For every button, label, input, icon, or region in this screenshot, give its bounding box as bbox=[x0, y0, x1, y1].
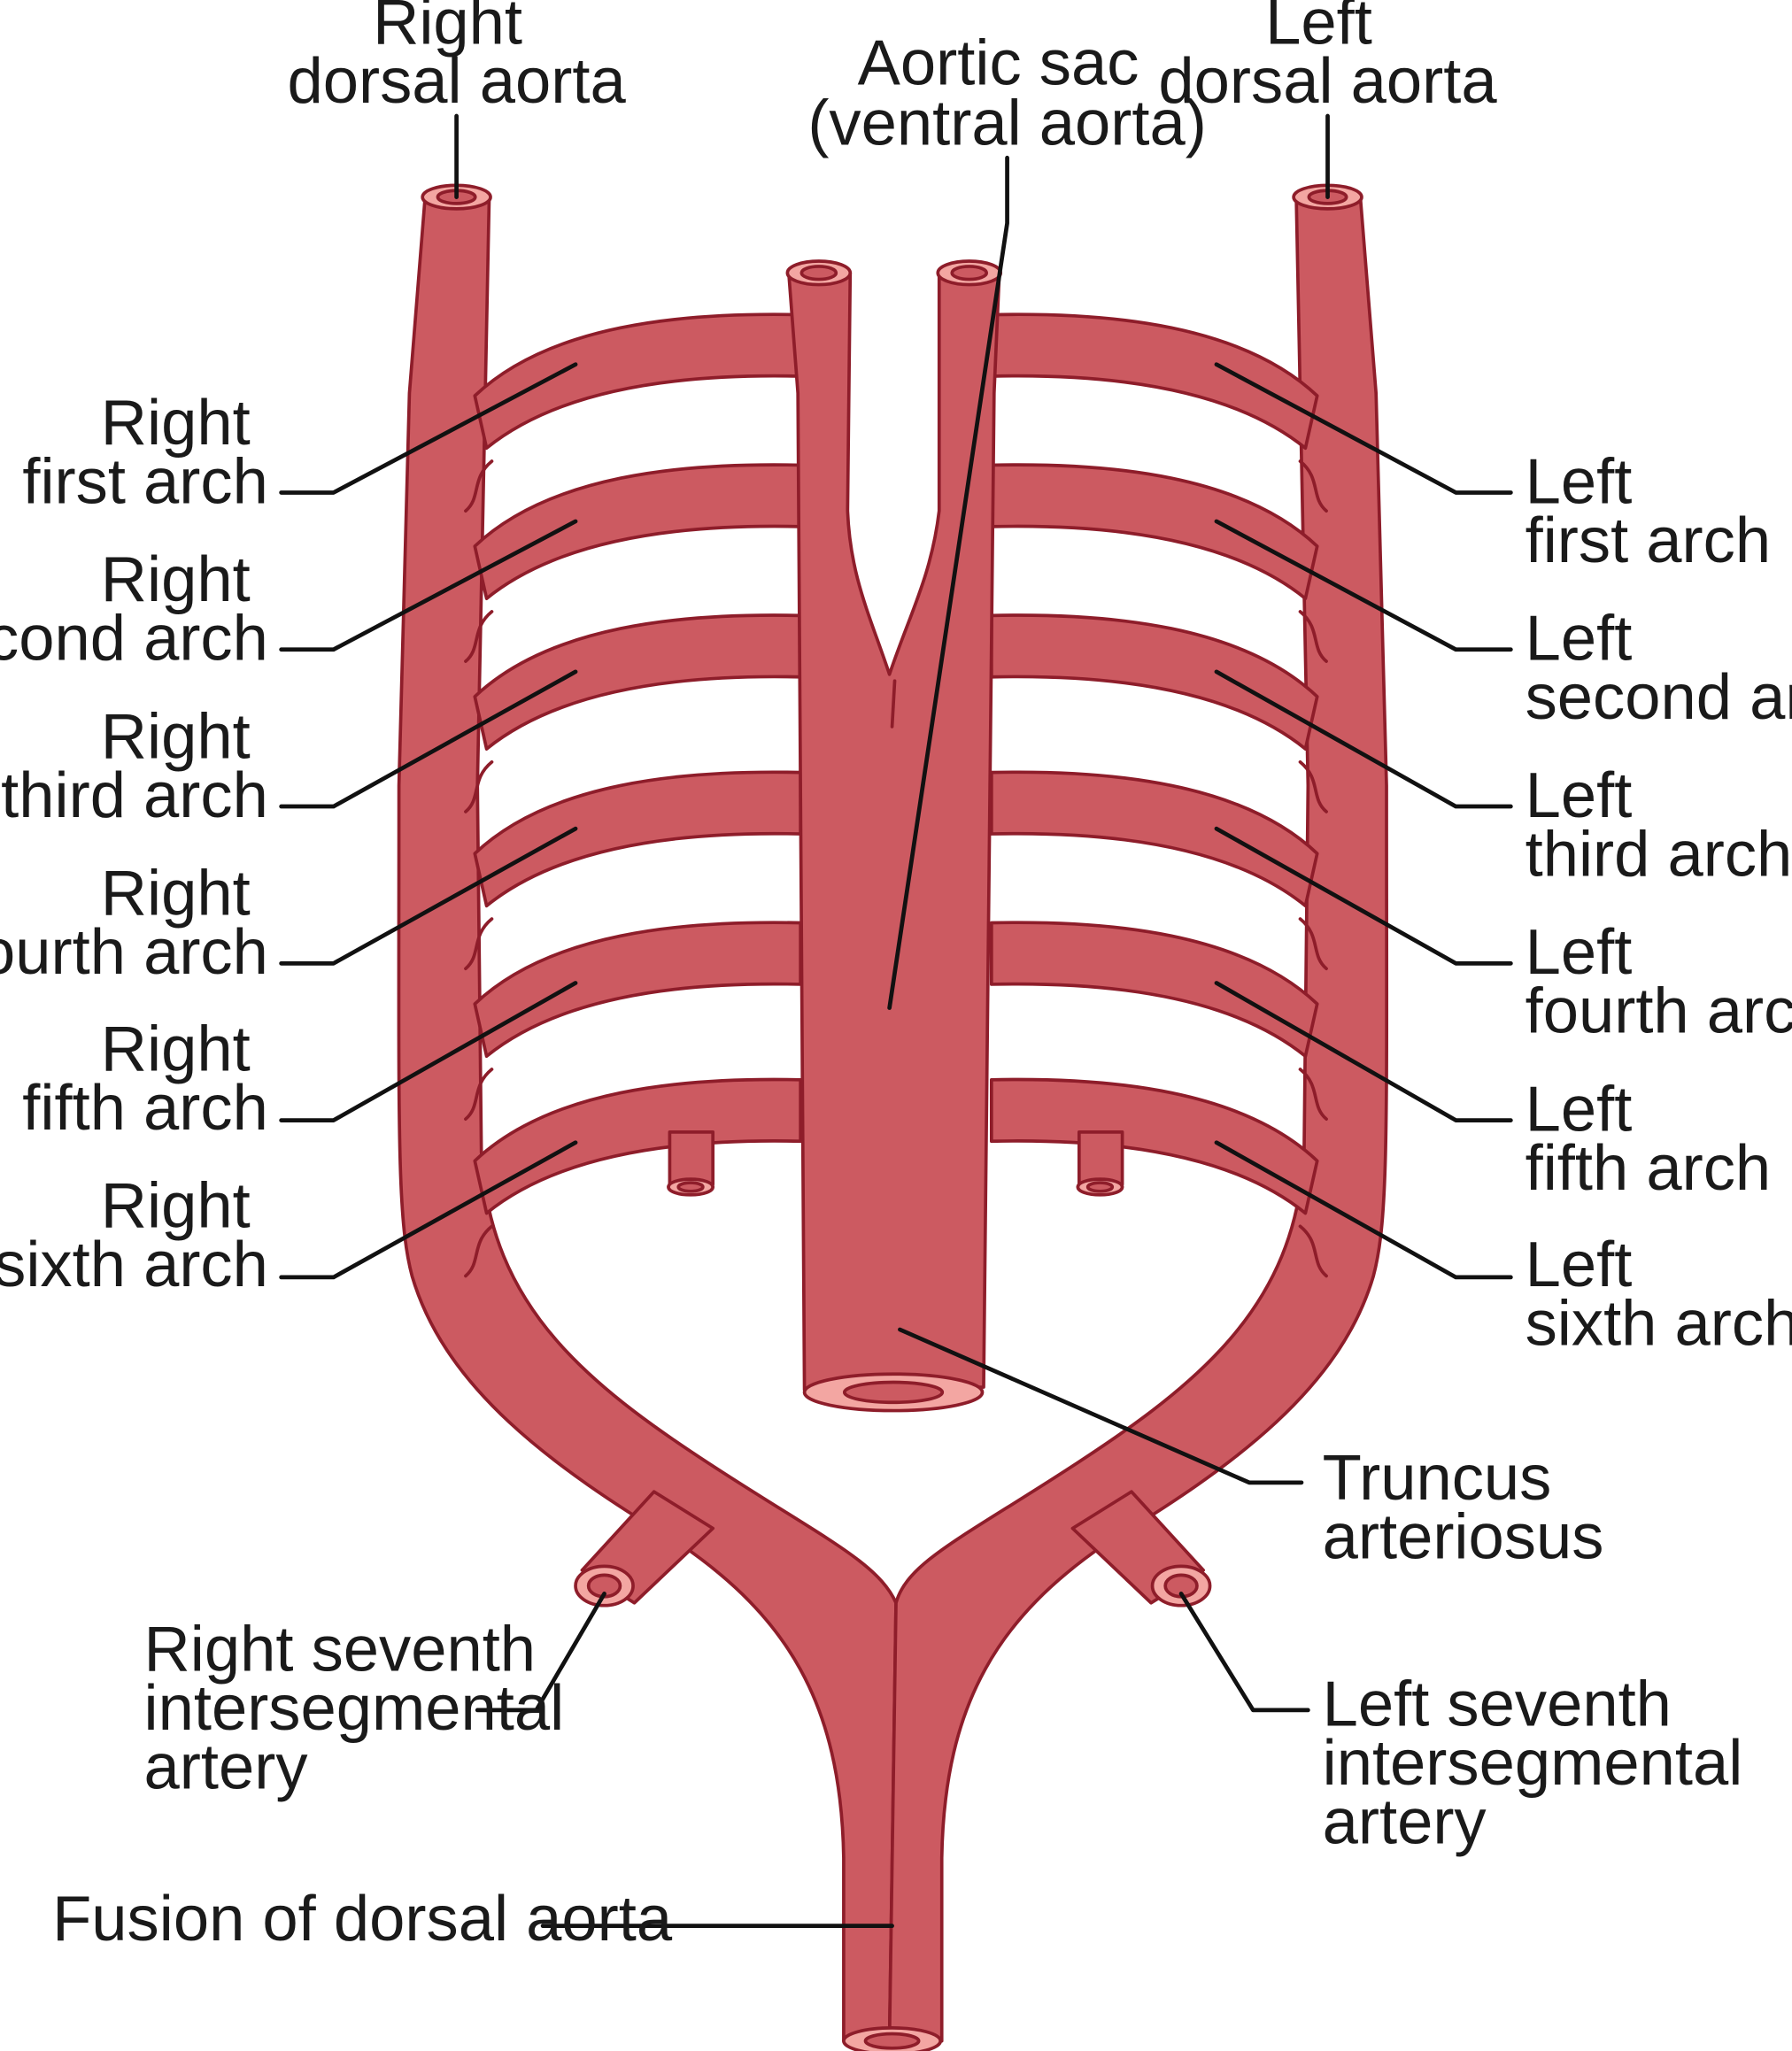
aortic-sac-truncus bbox=[787, 271, 1001, 1392]
label-left-sixth-arch: Left sixth arch bbox=[1526, 1229, 1792, 1359]
left-arch-crease-3 bbox=[1298, 759, 1328, 813]
label-left-fourth-arch: Left fourth arch bbox=[1526, 916, 1792, 1046]
left-arch-crease-6 bbox=[1298, 1224, 1328, 1278]
label-right-first-arch: Right first arch bbox=[22, 387, 268, 517]
left-arch-crease-4 bbox=[1298, 917, 1328, 971]
right-arch-crease-6 bbox=[464, 1224, 494, 1278]
right-sac-horn-lumen-inner bbox=[799, 265, 838, 281]
left-stub-lumen-inner bbox=[1085, 1181, 1115, 1193]
label-left-second-arch: Left second arch bbox=[1526, 603, 1792, 733]
label-truncus-arteriosus: Truncus arteriosus bbox=[1323, 1442, 1604, 1572]
label-left-dorsal-aorta: Left dorsal aorta bbox=[1158, 0, 1497, 117]
label-right-dorsal-aorta: Right dorsal aorta bbox=[288, 0, 627, 117]
right-arch-crease-2 bbox=[464, 610, 494, 663]
leader-left-arch-4 bbox=[1214, 826, 1513, 966]
right-arch-crease-4 bbox=[464, 917, 494, 971]
right-stub-lumen-inner bbox=[676, 1181, 705, 1193]
label-right-sixth-arch: Right sixth arch bbox=[0, 1170, 268, 1300]
label-left-third-arch: Left third arch bbox=[1526, 759, 1792, 890]
label-right-second-arch: Right second arch bbox=[0, 544, 268, 674]
leader-right-arch-2 bbox=[279, 519, 578, 652]
leader-lines bbox=[279, 113, 1513, 1929]
left-arch-3 bbox=[990, 613, 1319, 751]
label-right-third-arch: Right third arch bbox=[1, 700, 268, 830]
leader-right-arch-1 bbox=[279, 362, 578, 495]
leader-right-arch-3 bbox=[279, 669, 578, 809]
label-fusion-of-dorsal-aorta: Fusion of dorsal aorta bbox=[52, 1883, 673, 1955]
right-arch-4 bbox=[473, 770, 802, 908]
right-arch-2 bbox=[473, 463, 802, 600]
leader-left-arch-1 bbox=[1214, 362, 1513, 495]
left-arch-1 bbox=[990, 312, 1319, 451]
truncus-lumen-inner bbox=[842, 1380, 945, 1405]
right-arch-6 bbox=[473, 1077, 802, 1215]
right-arch-crease-3 bbox=[464, 759, 494, 813]
left-dorsal-aorta bbox=[887, 195, 1389, 2043]
leader-right-arch-4 bbox=[279, 826, 578, 966]
leader-right-arch-5 bbox=[279, 981, 578, 1122]
label-left-first-arch: Left first arch bbox=[1526, 445, 1772, 575]
left-arch-crease-2 bbox=[1298, 610, 1328, 663]
leader-aortic-sac bbox=[887, 155, 1009, 1010]
left-arch-crease-5 bbox=[1298, 1068, 1328, 1121]
leader-left-arch-3 bbox=[1214, 669, 1513, 809]
leader-truncus-arteriosus bbox=[898, 1327, 1304, 1485]
label-right-fifth-arch: Right fifth arch bbox=[22, 1013, 268, 1143]
fusion-lumen-inner bbox=[863, 2032, 921, 2050]
right-arch-3 bbox=[473, 613, 802, 751]
right-arch-5 bbox=[473, 921, 802, 1059]
left-arch-5 bbox=[990, 921, 1319, 1059]
label-right-fourth-arch: Right fourth arch bbox=[0, 858, 268, 988]
right-arch-crease-1 bbox=[464, 459, 494, 513]
right-dorsal-aorta bbox=[397, 195, 898, 2043]
left-sac-horn-lumen-inner bbox=[950, 265, 989, 281]
label-right-seventh-intersegmental-artery: Right seventh intersegmental artery bbox=[144, 1614, 583, 1803]
leader-left-arch-2 bbox=[1214, 519, 1513, 652]
left-stub-vessel bbox=[1077, 1130, 1124, 1186]
left-arch-2 bbox=[990, 463, 1319, 600]
label-left-seventh-intersegmental-artery: Left seventh intersegmental artery bbox=[1323, 1669, 1761, 1858]
label-left-fifth-arch: Left fifth arch bbox=[1526, 1073, 1772, 1203]
leader-left-arch-5 bbox=[1214, 981, 1513, 1122]
left-arch-crease-1 bbox=[1298, 459, 1328, 513]
leader-right-arch-6 bbox=[279, 1140, 578, 1280]
leader-left-seventh bbox=[1178, 1592, 1310, 1713]
right-arch-crease-5 bbox=[464, 1068, 494, 1121]
left-arch-6 bbox=[990, 1077, 1319, 1215]
truncus-midline-crease bbox=[890, 679, 897, 729]
label-aortic-sac: Aortic sac (ventral aorta) bbox=[807, 27, 1207, 159]
leader-left-arch-6 bbox=[1214, 1140, 1513, 1280]
right-stub-vessel bbox=[668, 1130, 715, 1186]
leader-right-seventh bbox=[475, 1592, 606, 1713]
left-arch-4 bbox=[990, 770, 1319, 908]
vessel-drawing bbox=[397, 183, 1389, 2051]
right-arch-1 bbox=[473, 312, 802, 451]
